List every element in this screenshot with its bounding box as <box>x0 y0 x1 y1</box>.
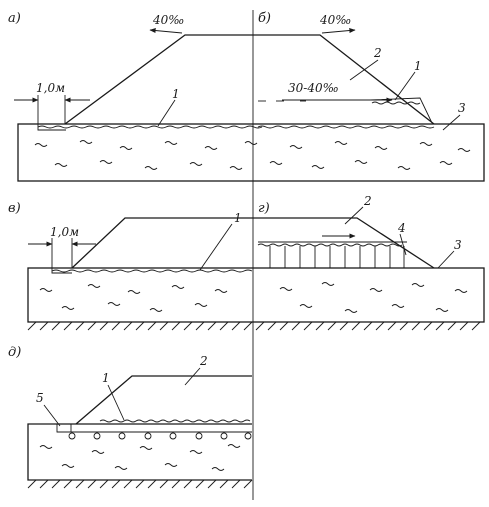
vertical-drains-g <box>257 241 407 268</box>
callout-2-d: 2 <box>199 354 208 368</box>
leader-3-g <box>437 250 455 269</box>
slope-label-left: 40‰ <box>152 13 184 27</box>
leader-3-b <box>442 114 461 131</box>
drain-layer-a <box>37 125 263 129</box>
slope-label-side: 30-40‰ <box>288 81 339 95</box>
leader-1-b <box>394 71 416 101</box>
callout-2-g: 2 <box>363 194 372 208</box>
callout-4-g: 4 <box>397 221 406 235</box>
slope-label-right: 40‰ <box>319 13 351 27</box>
ground-waves-ab <box>34 140 471 170</box>
leader-5-d <box>43 404 61 427</box>
panel-label-a: а) <box>8 11 21 26</box>
drain-layer-b <box>257 125 435 129</box>
drain-layer-d <box>99 419 251 423</box>
callout-1-v: 1 <box>234 211 242 225</box>
callout-1-b: 1 <box>414 59 422 73</box>
leader-1-a <box>157 99 176 127</box>
embankment-outline-d <box>75 375 252 425</box>
embankment-outline-ab <box>64 34 435 125</box>
section-d <box>27 367 253 489</box>
panel-label-v: в) <box>8 201 21 216</box>
leader-2-d <box>184 367 201 386</box>
callout-1-a: 1 <box>172 87 180 101</box>
panel-label-b: б) <box>258 11 271 26</box>
bedrock-hatch-d <box>27 479 253 489</box>
panel-label-g: г) <box>258 201 270 216</box>
embankment-outline-vg <box>71 217 435 269</box>
leader-4-g <box>399 233 407 256</box>
leader-2-g <box>344 206 364 225</box>
slope-arrow-left <box>149 28 183 34</box>
drain-layer-v <box>51 269 253 273</box>
dim-label-v: 1,0м <box>50 225 79 239</box>
drain-pipes-d <box>68 432 252 440</box>
callout-3-b: 3 <box>458 101 466 115</box>
section-a-b <box>14 28 485 182</box>
bedrock-hatch-vg <box>27 321 481 331</box>
panel-label-d: д) <box>8 345 21 360</box>
dim-label-a: 1,0м <box>36 81 65 95</box>
callout-5-d: 5 <box>36 391 44 405</box>
berm-step-v <box>51 268 72 274</box>
side-drain-wedge-b <box>369 97 433 124</box>
callout-2-b: 2 <box>373 46 382 60</box>
ground-waves-vg <box>39 282 468 313</box>
leader-2-b <box>349 59 379 81</box>
ground-strip-ab <box>17 123 485 182</box>
ground-waves-d <box>39 444 241 471</box>
berm-step-a <box>37 124 66 131</box>
slope-arrow-right <box>321 28 356 34</box>
ground-strip-d <box>27 423 252 481</box>
callout-1-d: 1 <box>102 371 110 385</box>
ground-strip-vg <box>27 267 485 323</box>
section-v-g <box>27 206 485 331</box>
callout-3-g: 3 <box>454 238 462 252</box>
leader-1-v <box>199 223 233 271</box>
leader-1-d <box>107 384 125 421</box>
